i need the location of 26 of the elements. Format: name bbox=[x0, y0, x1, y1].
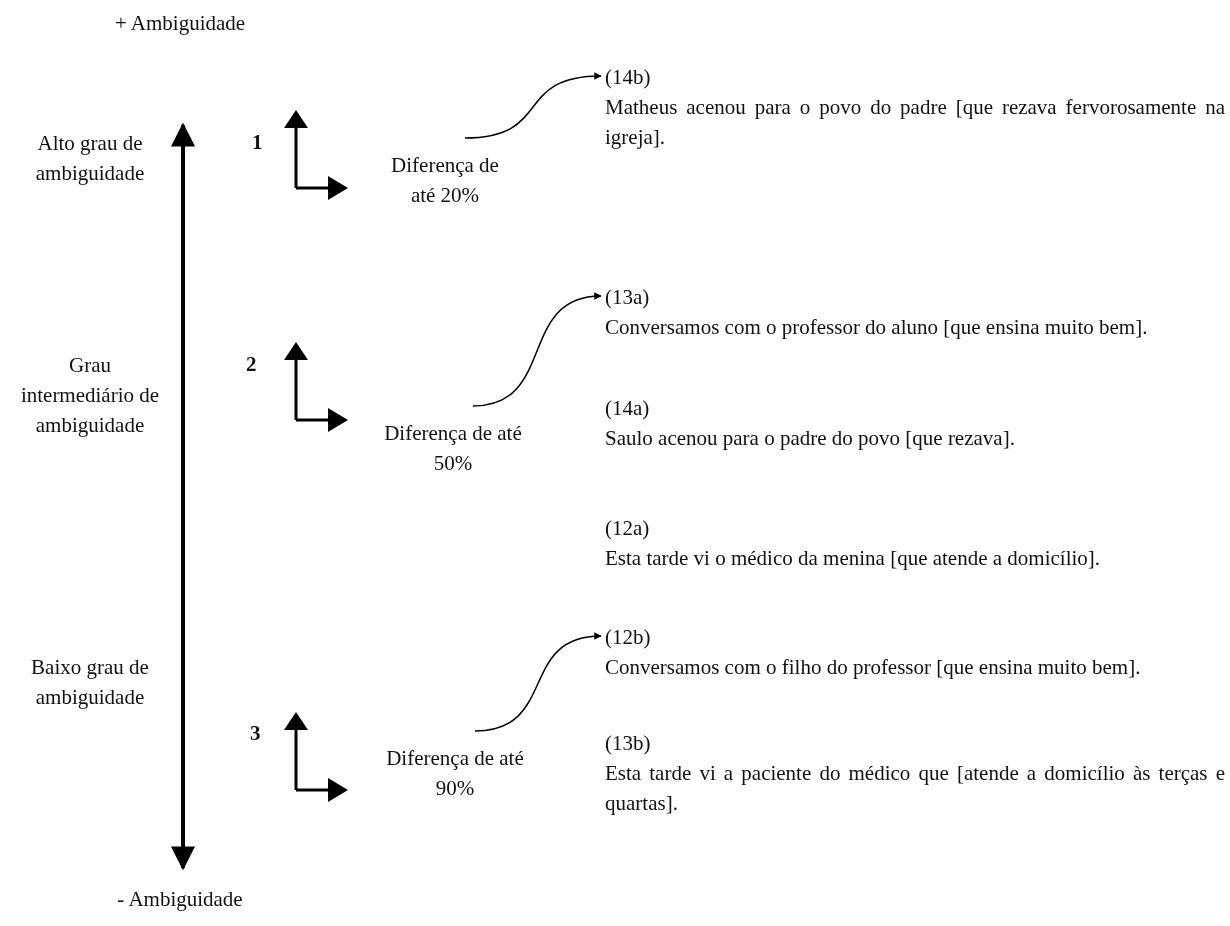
example-sentence: Conversamos com o filho do professor [que ensina muito bem]. bbox=[605, 654, 1142, 681]
example-number: (12b) bbox=[605, 624, 652, 651]
example-sentence: Matheus acenou para o povo do padre [que rezava fervorosamente na igreja]. bbox=[605, 94, 1225, 151]
scale-end-label: + Ambiguidade bbox=[113, 10, 247, 37]
example-number: (14b) bbox=[605, 64, 652, 91]
level-number: 2 bbox=[246, 351, 258, 378]
curved-arrow bbox=[472, 293, 602, 407]
level-label: Alto grau de ambiguidade bbox=[34, 130, 146, 187]
example-sentence: Conversamos com o professor do aluno [que ensina muito bem]. bbox=[605, 314, 1149, 341]
level-label: Baixo grau de ambiguidade bbox=[30, 654, 150, 711]
example-number: (13b) bbox=[605, 730, 652, 757]
example-number: (14a) bbox=[605, 395, 651, 422]
level-number: 3 bbox=[250, 720, 262, 747]
example-sentence: Esta tarde vi o médico da menina [que atende a domicílio]. bbox=[605, 545, 1102, 572]
difference-label: Diferença de até 20% bbox=[390, 152, 500, 209]
curved-arrow bbox=[464, 72, 602, 139]
scale-end-label: - Ambiguidade bbox=[116, 886, 244, 913]
difference-label: Diferença de até 50% bbox=[383, 420, 523, 477]
curved-arrow bbox=[474, 632, 602, 732]
example-sentence: Esta tarde vi a paciente do médico que [atende a domicílio às terças e quartas]. bbox=[605, 760, 1225, 817]
difference-label: Diferença de até 90% bbox=[385, 745, 525, 802]
example-number: (13a) bbox=[605, 284, 651, 311]
level-label: Grau intermediário de ambiguidade bbox=[19, 352, 161, 439]
example-number: (12a) bbox=[605, 515, 651, 542]
example-sentence: Saulo acenou para o padre do povo [que rezava]. bbox=[605, 425, 1016, 452]
level-number: 1 bbox=[252, 129, 264, 156]
